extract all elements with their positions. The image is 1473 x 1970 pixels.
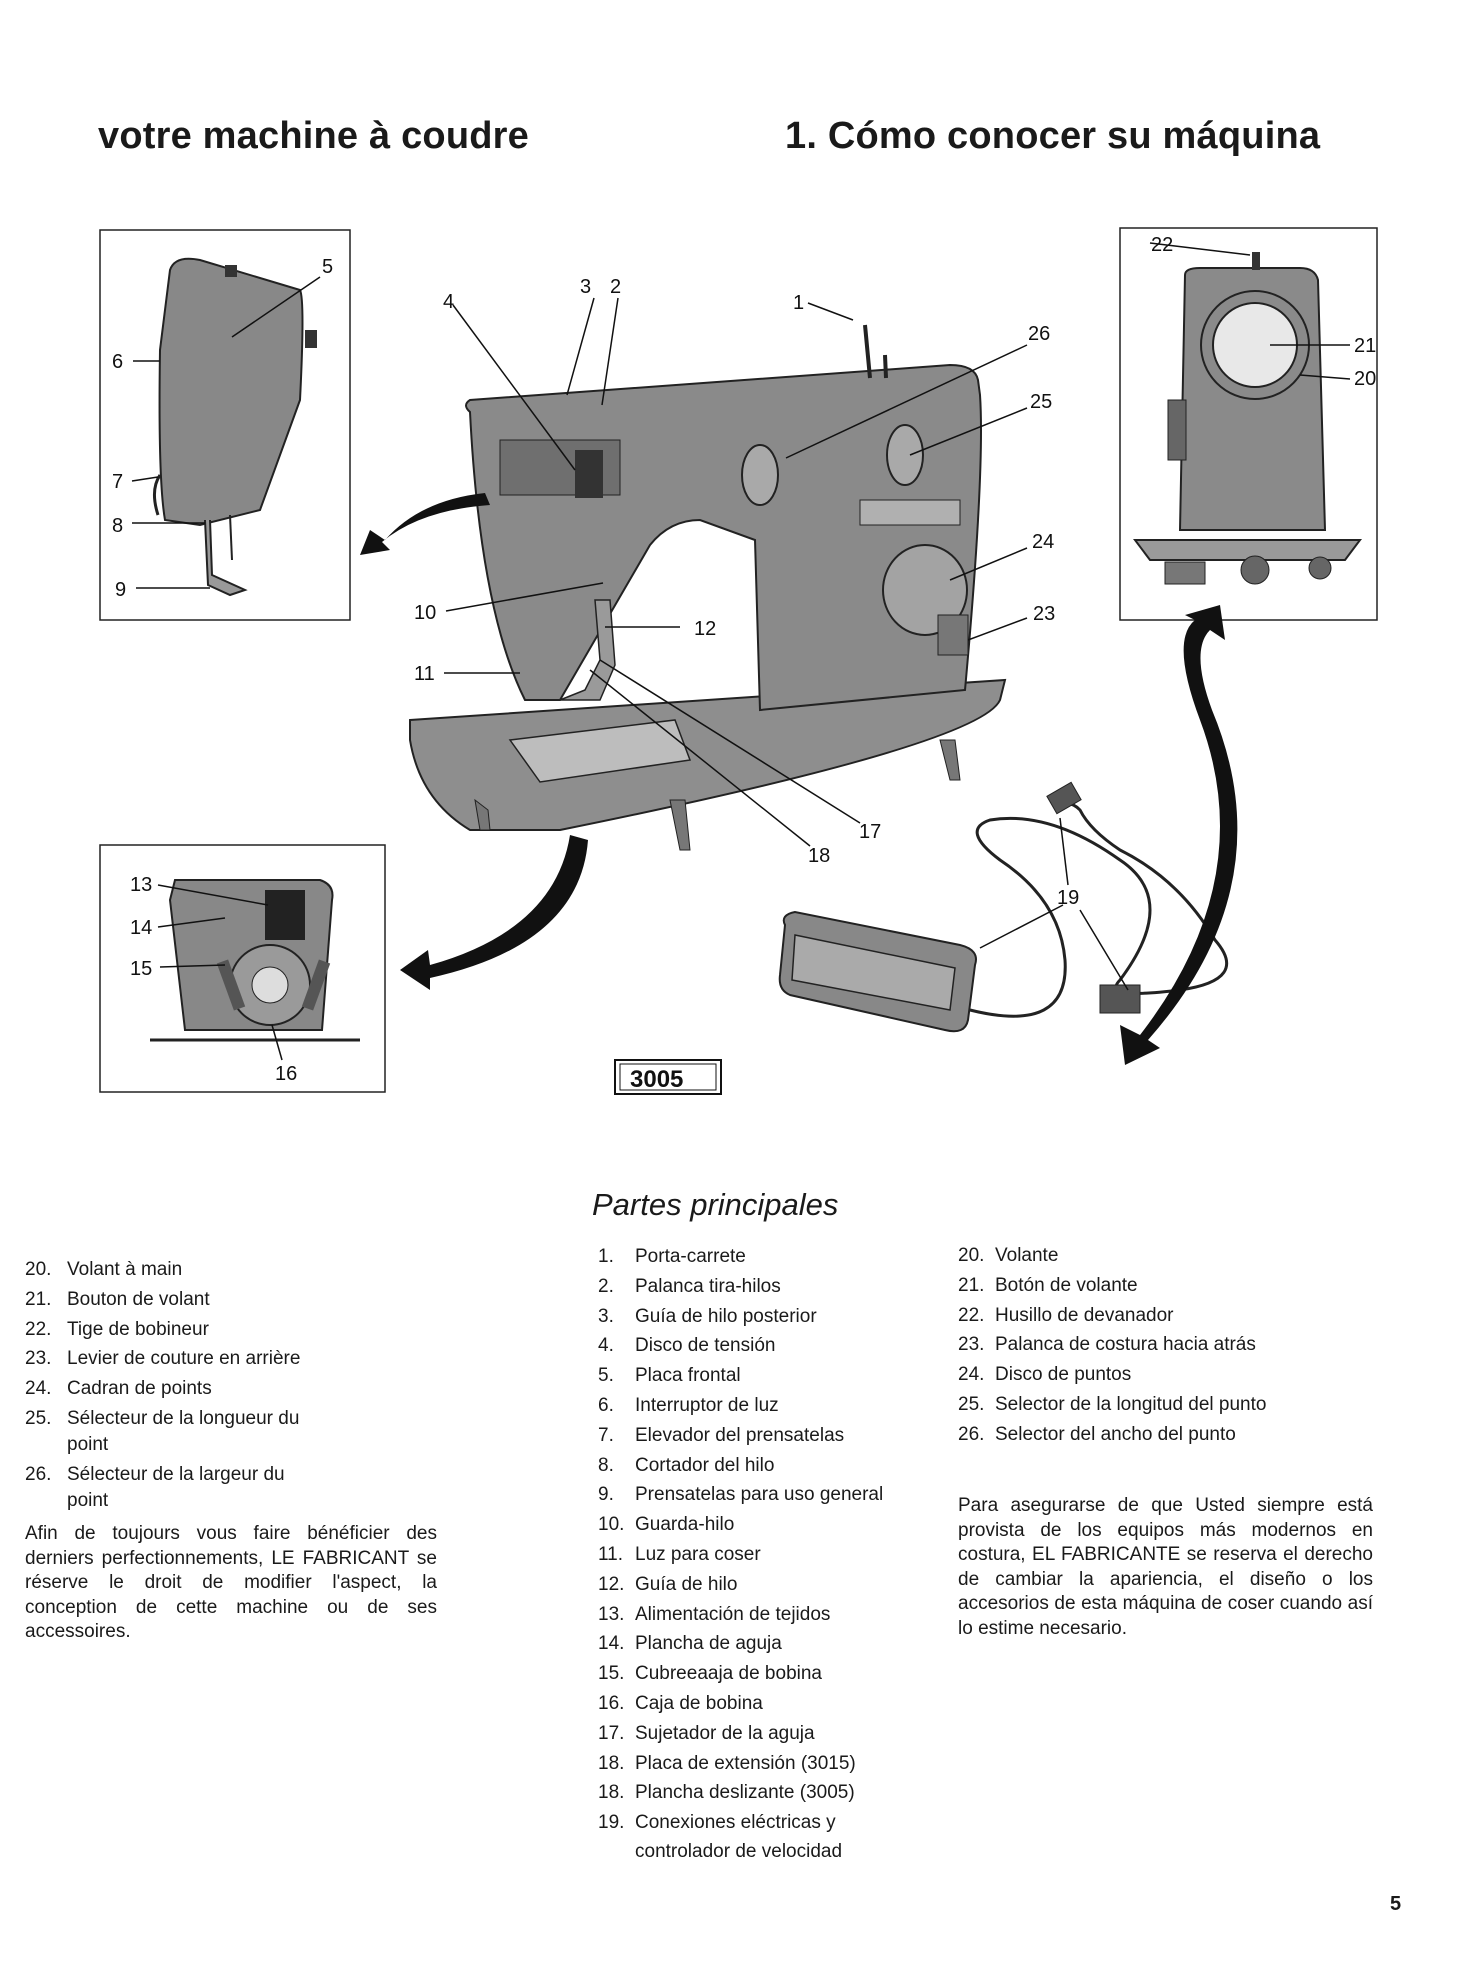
callout-11: 11	[414, 663, 435, 685]
callout-22: 22	[1151, 234, 1173, 256]
callout-9: 9	[115, 579, 126, 601]
spanish-parts-list-1: 1.Porta-carrete 2.Palanca tira-hilos 3.G…	[598, 1242, 890, 1866]
callout-17: 17	[859, 821, 881, 843]
list-item: 24.Disco de puntos	[958, 1364, 1132, 1386]
callout-20: 20	[1354, 368, 1376, 390]
list-item: 21.Bouton de volant	[25, 1288, 210, 1310]
list-item: 25.Sélecteur de la longueur du point	[25, 1407, 300, 1455]
page-number: 5	[1390, 1893, 1402, 1915]
list-item: 9.Prensatelas para uso general	[598, 1484, 884, 1506]
callout-12: 12	[694, 618, 716, 640]
list-item: 6.Interruptor de luz	[598, 1394, 779, 1416]
list-item: 3.Guía de hilo posterior	[598, 1305, 817, 1327]
list-item: 4.Disco de tensión	[598, 1335, 776, 1357]
list-item: 21.Botón de volante	[958, 1274, 1138, 1296]
list-item: 13.Alimentación de tejidos	[598, 1603, 831, 1625]
list-item: 15.Cubreeaaja de bobina	[598, 1663, 822, 1685]
list-item: 12.Guía de hilo	[598, 1573, 738, 1595]
callout-13: 13	[130, 874, 152, 896]
side-view-panel	[99, 229, 351, 621]
list-item: 18.Plancha deslizante (3005)	[598, 1782, 855, 1804]
parts-heading: Partes principales	[592, 1187, 839, 1222]
callout-14: 14	[130, 917, 152, 939]
model-number-box: 3005	[614, 1059, 722, 1095]
callout-2: 2	[610, 276, 621, 298]
list-item: 11.Luz para coser	[598, 1543, 761, 1565]
title-spanish: 1. Cómo conocer su máquina	[785, 115, 1321, 157]
list-item: 5.Placa frontal	[598, 1365, 741, 1387]
list-item: 1.Porta-carrete	[598, 1246, 746, 1267]
title-french: votre machine à coudre	[98, 115, 529, 157]
list-item: 17.Sujetador de la aguja	[598, 1722, 815, 1744]
callout-4: 4	[443, 291, 454, 313]
french-note: Afin de toujours vous faire bénéficier d…	[25, 1523, 437, 1642]
list-item: 16.Caja de bobina	[598, 1692, 763, 1714]
callout-10: 10	[414, 602, 436, 624]
french-parts-list: 20.Volant à main 21.Bouton de volant 22.…	[25, 1255, 307, 1516]
list-item: 18.Placa de extensión (3015)	[598, 1752, 856, 1774]
callout-1: 1	[793, 292, 804, 314]
callout-3: 3	[580, 276, 591, 298]
spanish-note: Para asegurarse de que Usted siempre est…	[958, 1495, 1373, 1639]
callout-8: 8	[112, 515, 123, 537]
list-item: 8.Cortador del hilo	[598, 1454, 775, 1476]
callout-19: 19	[1057, 887, 1079, 909]
spanish-parts-list-2: 20.Volante 21.Botón de volante 22.Husill…	[958, 1241, 1285, 1450]
callout-6: 6	[112, 351, 123, 373]
list-item: 7.Elevador del prensatelas	[598, 1424, 845, 1446]
list-item: 20.Volant à main	[25, 1259, 183, 1280]
callout-21: 21	[1354, 335, 1376, 357]
pointer-arrows	[360, 493, 1238, 1065]
bobbin-area-panel	[99, 844, 386, 1093]
model-number: 3005	[630, 1066, 683, 1093]
list-item: 23.Levier de couture en arrière	[25, 1348, 301, 1370]
list-item: 26.Selector del ancho del punto	[958, 1423, 1236, 1445]
list-item: 25.Selector de la longitud del punto	[958, 1393, 1267, 1415]
callout-labels: 5 6 7 8 9 4 3 2 1 26 25 24 23 22 21 20 1…	[112, 234, 1376, 1085]
callout-16: 16	[275, 1063, 297, 1085]
list-item: 24.Cadran de points	[25, 1378, 212, 1400]
list-item: 22.Tige de bobineur	[25, 1318, 209, 1340]
list-item: 20.Volante	[958, 1245, 1059, 1266]
callout-24: 24	[1032, 531, 1054, 553]
list-item: 23.Palanca de costura hacia atrás	[958, 1334, 1256, 1356]
list-item: 19.Conexiones eléctricas y controlador d…	[598, 1812, 843, 1863]
list-item: 14.Plancha de aguja	[598, 1633, 782, 1655]
sewing-machine-diagram: 5 6 7 8 9 4 3 2 1 26 25 24 23 22 21 20 1…	[99, 227, 1378, 1095]
list-item: 26.Sélecteur de la largeur du point	[25, 1463, 285, 1511]
callout-15: 15	[130, 958, 152, 980]
callout-7: 7	[112, 471, 123, 493]
callout-18: 18	[808, 845, 830, 867]
callout-23: 23	[1033, 603, 1055, 625]
list-item: 22.Husillo de devanador	[958, 1304, 1174, 1326]
callout-26: 26	[1028, 323, 1050, 345]
list-item: 2.Palanca tira-hilos	[598, 1275, 781, 1297]
leader-lines	[131, 242, 1351, 1061]
foot-controller	[778, 781, 1229, 1033]
rear-view-panel	[1119, 227, 1378, 621]
list-item: 10.Guarda-hilo	[598, 1514, 735, 1536]
callout-25: 25	[1030, 391, 1052, 413]
sewing-machine-body	[409, 324, 1007, 851]
callout-5: 5	[322, 256, 333, 278]
